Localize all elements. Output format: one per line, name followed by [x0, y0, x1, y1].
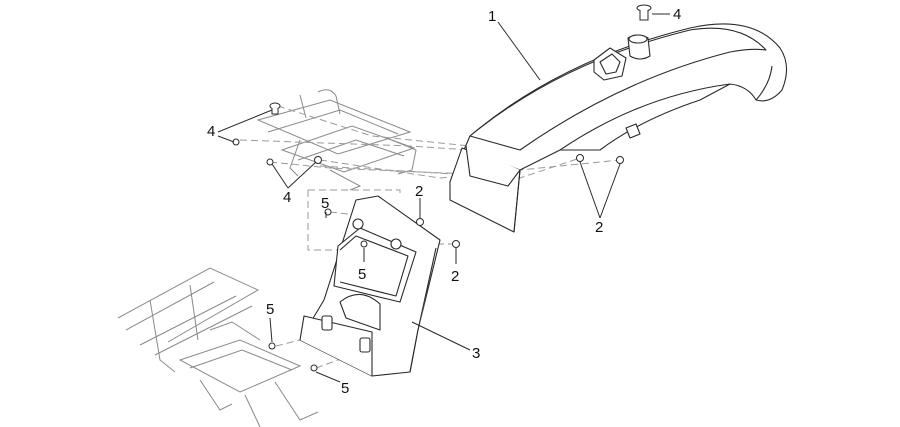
fasteners	[232, 4, 652, 372]
license-plate-bracket	[299, 195, 441, 377]
screw-frame-upper-icon	[269, 102, 281, 115]
nut-frame-icon	[266, 158, 274, 166]
nut-bracket-icon	[416, 218, 424, 226]
callout-2-bracket-side: 2	[451, 268, 459, 285]
nut-frame-icon	[314, 156, 322, 164]
fender-fitting	[593, 34, 651, 139]
frame-upper-subframe	[256, 89, 417, 191]
rear-fender	[449, 23, 788, 233]
callout-labels: 1 4 4 4 2 2 2 5 5 5 5 3	[207, 6, 681, 397]
washer-icon	[360, 240, 368, 248]
screw-top-icon	[636, 4, 652, 21]
callout-4-frame: 4	[283, 189, 291, 206]
callout-2-fender: 2	[595, 219, 603, 236]
callout-2-bracket-top: 2	[415, 183, 423, 200]
washer-icon	[310, 364, 318, 372]
nut-fender-icon	[616, 156, 624, 164]
callout-5-lower-left: 5	[266, 301, 274, 318]
callout-4-left: 4	[207, 123, 215, 140]
callout-1: 1	[488, 8, 496, 25]
nut-bracket-icon	[452, 240, 460, 248]
callout-4-top: 4	[673, 6, 681, 23]
leader-lines	[217, 13, 670, 383]
callout-5-bottom: 5	[341, 380, 349, 397]
callout-3: 3	[472, 345, 480, 362]
nut-fender-icon	[576, 154, 584, 162]
callout-5-upper: 5	[321, 195, 329, 212]
frame-lower-tubes	[117, 267, 319, 427]
washer-icon	[268, 342, 276, 350]
callout-5-middle: 5	[358, 266, 366, 283]
